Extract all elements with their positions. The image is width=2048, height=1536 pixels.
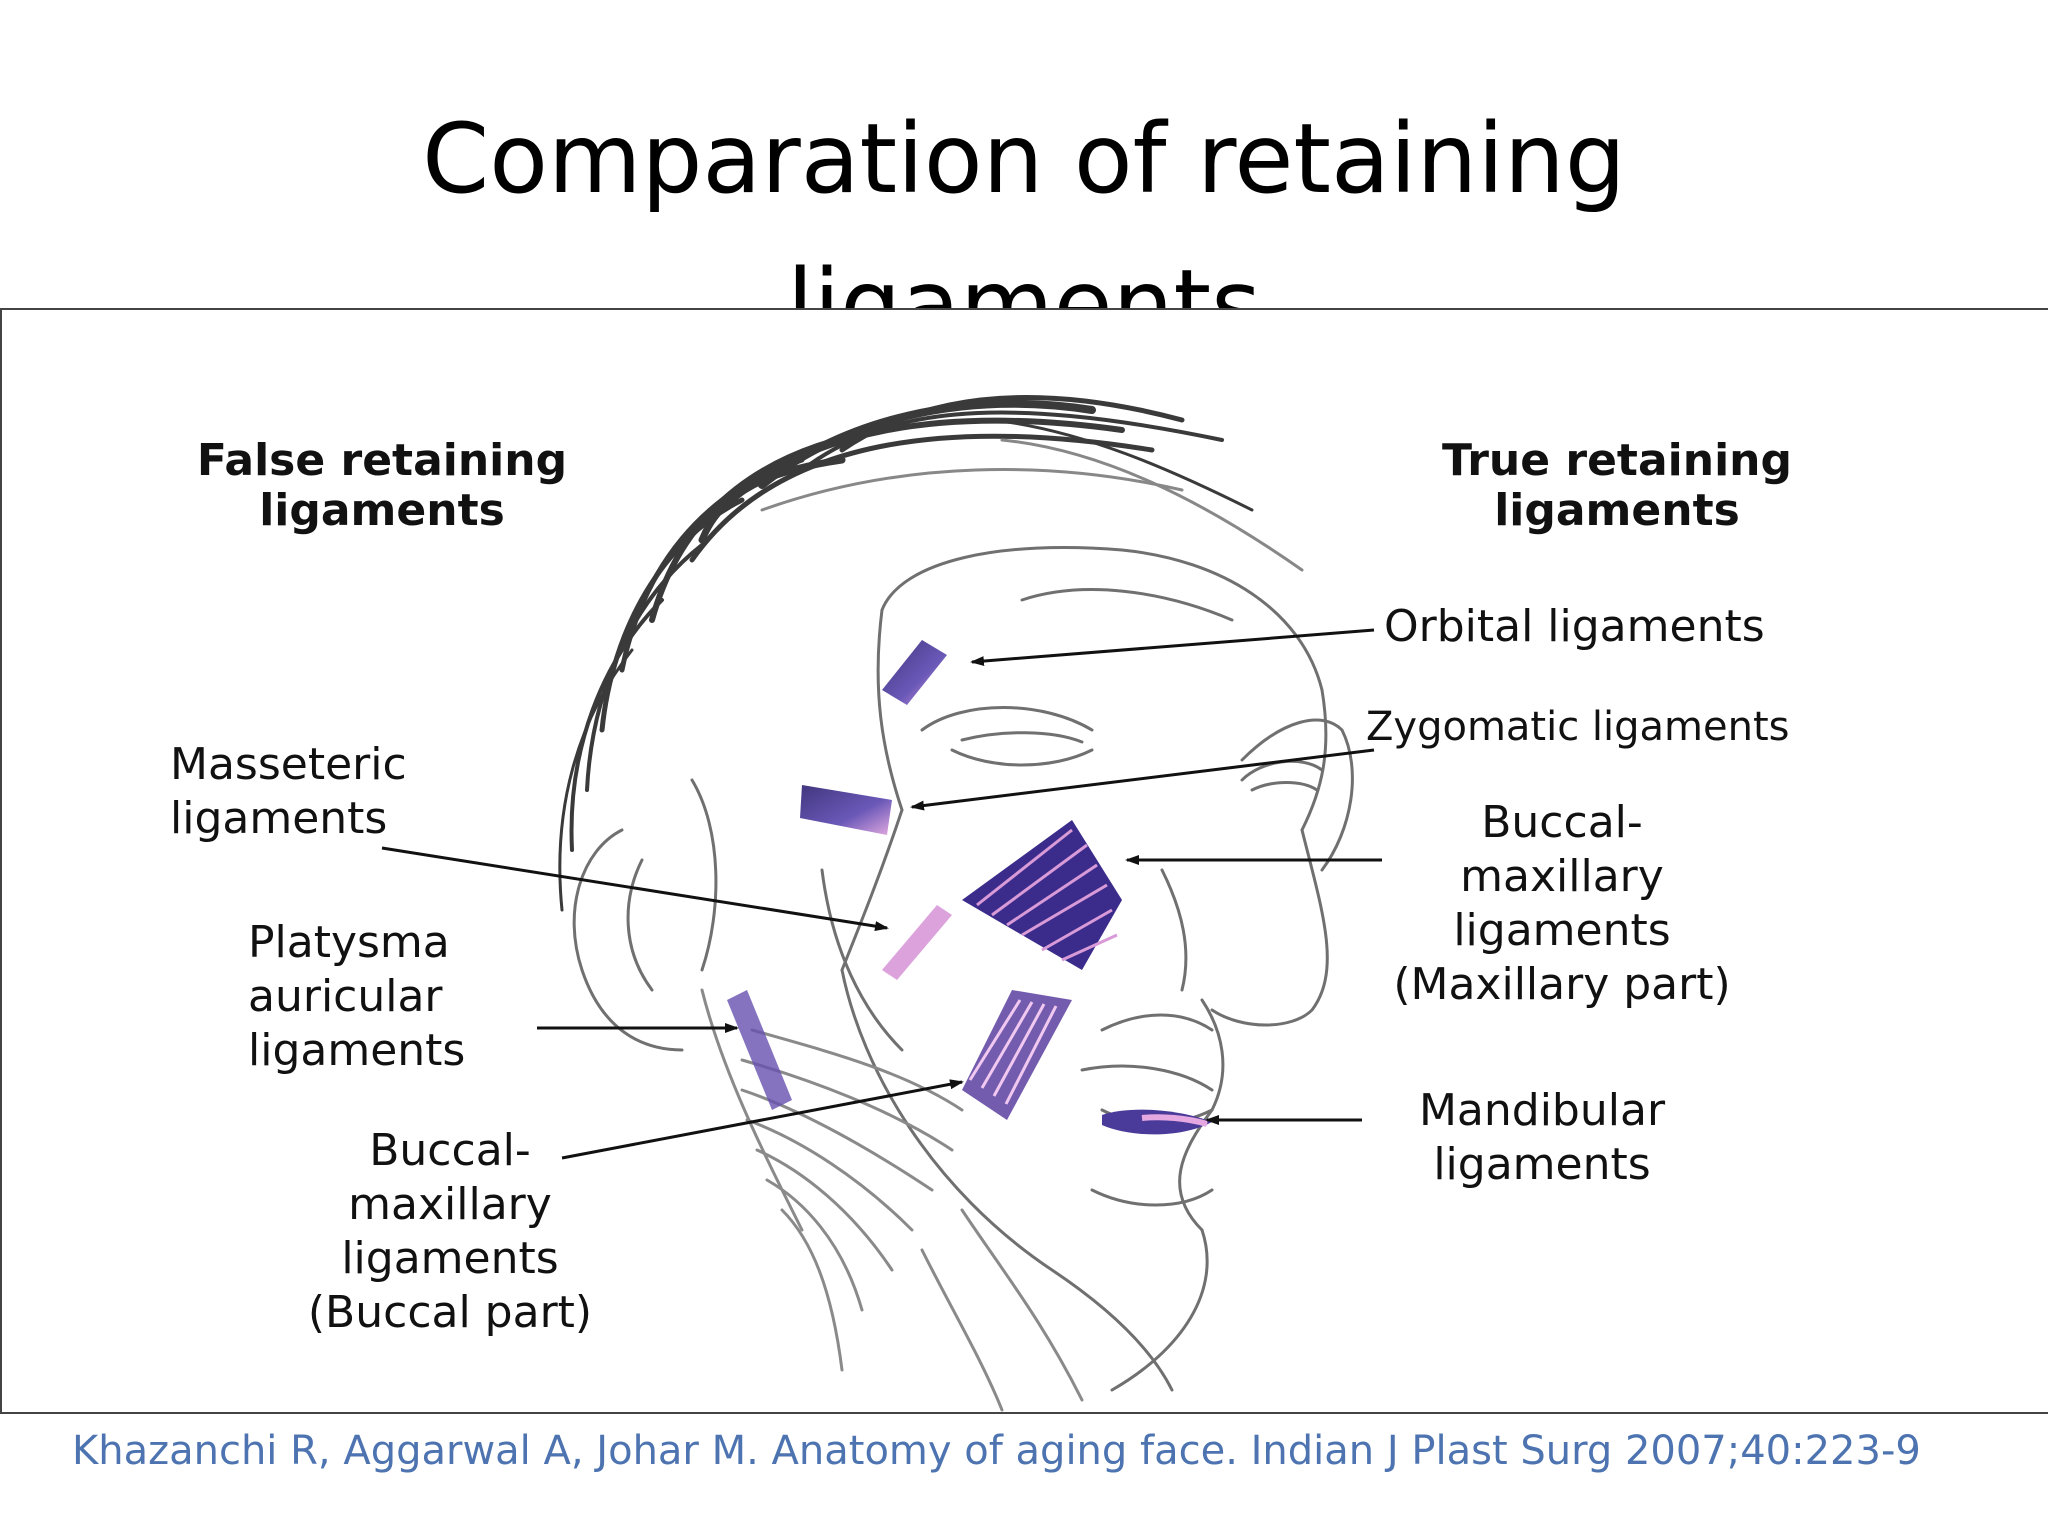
neck-folds: [700, 988, 1084, 1412]
mandibular-ligament: [1102, 1109, 1212, 1135]
platysma-auricular-ligament: [727, 990, 792, 1110]
citation-text: Khazanchi R, Aggarwal A, Johar M. Anatom…: [72, 1428, 1921, 1474]
zygomatic-ligament: [800, 785, 892, 835]
label-mandibular-ligaments: Mandibular ligaments: [1418, 1085, 1666, 1190]
true-retaining-header: True retaining ligaments: [1442, 435, 1792, 536]
label-platysma-auricular-ligaments: Platysma auricular ligaments: [248, 917, 466, 1076]
arrow-orbital: [970, 628, 1375, 667]
arrow-zygomatic: [910, 748, 1375, 811]
arrow-buccal-maxillary-buccal: [561, 1079, 964, 1160]
masseteric-ligament: [882, 905, 952, 980]
orbital-ligament: [882, 640, 947, 705]
face-illustration: [381, 394, 1382, 1412]
ligament-diagram: False retaining ligaments True retaining…: [0, 308, 2048, 1414]
face-line-art: [572, 546, 1354, 1392]
label-buccal-maxillary-maxillary-part: Buccal- maxillary ligaments (Maxillary p…: [1393, 797, 1731, 1010]
false-retaining-header: False retaining ligaments: [196, 435, 568, 536]
leader-arrows: [381, 628, 1382, 1160]
label-zygomatic-ligaments: Zygomatic ligaments: [1366, 704, 1790, 750]
hair-strands: [558, 394, 1304, 912]
slide-title: Comparation of retaining ligaments: [0, 86, 2048, 378]
slide-title-line-1: Comparation of retaining: [422, 103, 1626, 216]
buccal-maxillary-maxillary-part: [962, 820, 1122, 970]
label-masseteric-ligaments: Masseteric ligaments: [170, 739, 407, 844]
label-orbital-ligaments: Orbital ligaments: [1384, 601, 1765, 652]
arrow-masseteric: [381, 846, 889, 932]
label-buccal-maxillary-buccal-part: Buccal- maxillary ligaments (Buccal part…: [307, 1125, 593, 1338]
ligament-patches: [727, 640, 1212, 1135]
